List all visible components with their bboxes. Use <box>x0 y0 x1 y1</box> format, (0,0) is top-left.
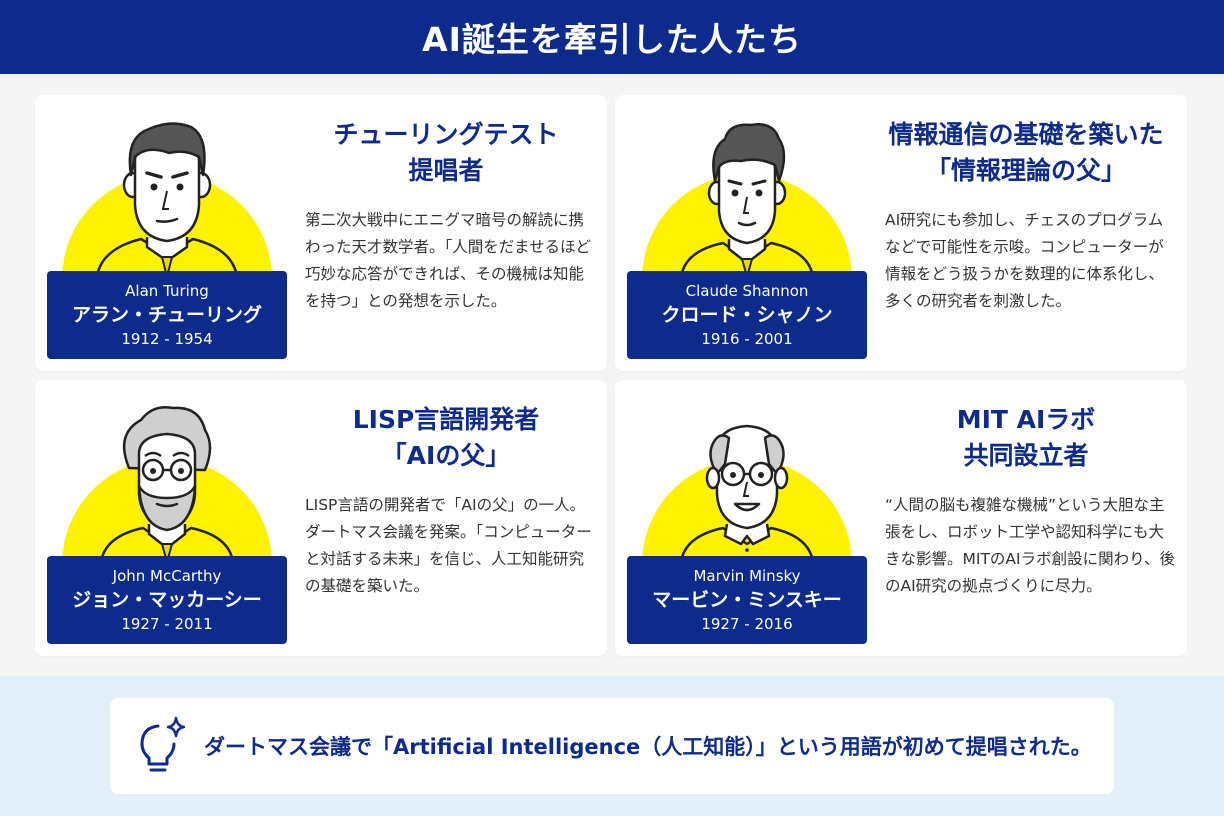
nameplate-minsky: Marvin Minsky マービン・ミンスキー 1927 - 2016 <box>627 556 867 644</box>
role-title: 情報通信の基礎を築いた 「情報理論の父」 <box>888 120 1164 185</box>
page-title: AI誕生を牽引した人たち <box>0 0 1224 74</box>
name-en: Claude Shannon <box>685 282 809 300</box>
name-en: John McCarthy <box>112 567 222 585</box>
name-ja: ジョン・マッカーシー <box>72 589 262 611</box>
years: 1916 - 2001 <box>701 330 793 348</box>
years: 1927 - 2011 <box>121 615 213 633</box>
person-card-shannon: Claude Shannon クロード・シャノン 1916 - 2001 情報通… <box>615 95 1187 371</box>
nameplate-mccarthy: John McCarthy ジョン・マッカーシー 1927 - 2011 <box>47 556 287 644</box>
description: 第二次大戦中にエニグマ暗号の解読に携わった天才数学者。「人間をだませるほど巧妙な… <box>305 211 591 310</box>
lightbulb-sparkle-icon <box>136 716 192 776</box>
name-ja: クロード・シャノン <box>661 304 833 326</box>
person-card-turing: Alan Turing アラン・チューリング 1912 - 1954 チューリン… <box>35 95 607 371</box>
description: LISP言語の開発者で「AIの父」の一人。ダートマス会議を発案。「コンピューター… <box>305 496 592 595</box>
nameplate-shannon: Claude Shannon クロード・シャノン 1916 - 2001 <box>627 271 867 359</box>
years: 1927 - 2016 <box>701 615 793 633</box>
footer-note: ダートマス会議で「Artificial Intelligence（人工知能）」と… <box>110 698 1114 794</box>
name-ja: マービン・ミンスキー <box>652 589 842 611</box>
description: “人間の脳も複雑な機械”という大胆な主張をし、ロボット工学や認知科学にも大きな影… <box>885 496 1175 595</box>
portrait-shannon-icon <box>629 109 869 277</box>
footer-text: ダートマス会議で「Artificial Intelligence（人工知能）」と… <box>204 735 1092 759</box>
role-title: MIT AIラボ 共同設立者 <box>956 405 1096 470</box>
name-en: Alan Turing <box>125 282 209 300</box>
years: 1912 - 1954 <box>121 330 213 348</box>
nameplate-turing: Alan Turing アラン・チューリング 1912 - 1954 <box>47 271 287 359</box>
name-en: Marvin Minsky <box>693 567 801 585</box>
person-card-minsky: Marvin Minsky マービン・ミンスキー 1927 - 2016 MIT… <box>615 380 1187 656</box>
person-card-mccarthy: John McCarthy ジョン・マッカーシー 1927 - 2011 LIS… <box>35 380 607 656</box>
portrait-turing-icon <box>49 109 289 277</box>
description: AI研究にも参加し、チェスのプログラムなどで可能性を示唆。コンピューターが情報を… <box>885 211 1165 310</box>
portrait-minsky-icon <box>629 394 869 562</box>
role-title: LISP言語開発者 「AIの父」 <box>352 405 540 470</box>
portrait-mccarthy-icon <box>49 394 289 562</box>
role-title: チューリングテスト 提唱者 <box>333 120 559 185</box>
name-ja: アラン・チューリング <box>71 304 262 326</box>
